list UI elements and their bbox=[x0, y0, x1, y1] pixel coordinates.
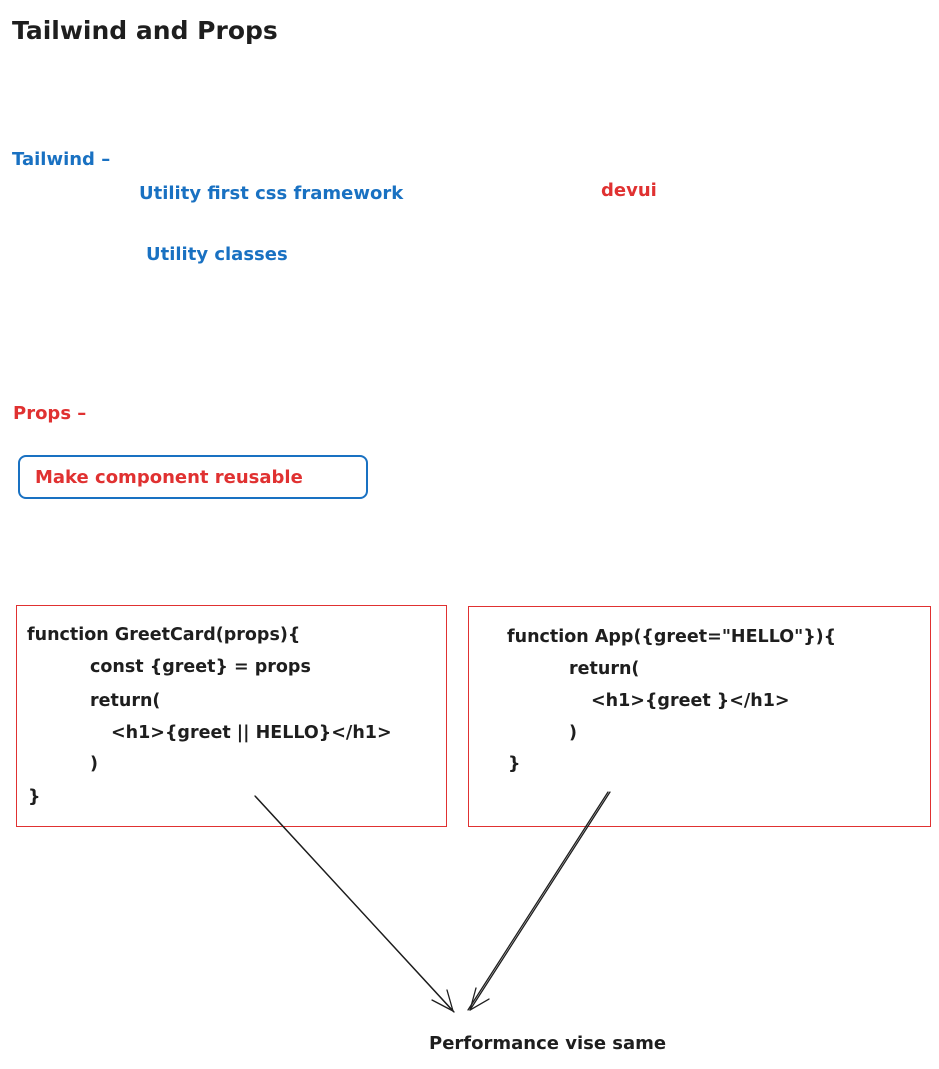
code-right-line-2: return( bbox=[569, 659, 640, 679]
code-left-line-3: return( bbox=[90, 691, 161, 711]
code-left-line-5: ) bbox=[90, 754, 98, 774]
utility-first-label: Utility first css framework bbox=[139, 183, 404, 204]
code-right-line-1: function App({greet="HELLO"}){ bbox=[507, 627, 837, 647]
props-heading: Props – bbox=[13, 403, 87, 424]
app-code-box bbox=[468, 606, 931, 827]
code-right-line-4: ) bbox=[569, 723, 577, 743]
devui-label: devui bbox=[601, 180, 657, 201]
reusable-label: Make component reusable bbox=[35, 467, 303, 488]
code-left-line-1: function GreetCard(props){ bbox=[27, 625, 301, 645]
left-arrow bbox=[254, 795, 455, 1013]
code-left-line-6: } bbox=[28, 787, 41, 807]
code-right-line-5: } bbox=[508, 754, 521, 774]
conclusion-label: Performance vise same bbox=[429, 1033, 667, 1054]
code-right-line-3: <h1>{greet }</h1> bbox=[591, 691, 790, 711]
utility-classes-label: Utility classes bbox=[146, 244, 288, 265]
page-title: Tailwind and Props bbox=[12, 16, 278, 45]
reusable-box bbox=[18, 455, 368, 499]
tailwind-heading: Tailwind – bbox=[12, 149, 111, 170]
code-left-line-4: <h1>{greet || HELLO}</h1> bbox=[111, 723, 392, 743]
code-left-line-2: const {greet} = props bbox=[90, 657, 311, 677]
greetcard-code-box bbox=[16, 605, 447, 827]
